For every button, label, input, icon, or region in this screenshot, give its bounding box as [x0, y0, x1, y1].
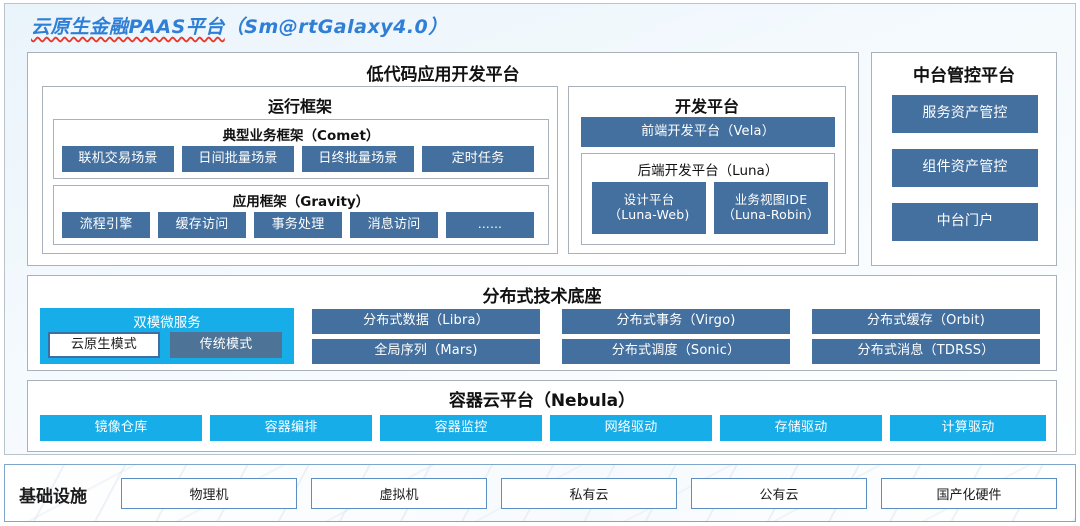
comet-item-3[interactable]: 定时任务 — [422, 146, 534, 172]
luna-robin-chip[interactable]: 业务视图IDE （Luna-Robin） — [714, 182, 828, 234]
luna-web-line1: 设计平台 — [623, 192, 675, 208]
runtime-framework-heading: 运行框架 — [267, 97, 332, 116]
infrastructure-item-3[interactable]: 公有云 — [691, 478, 867, 509]
gravity-panel: 应用框架（Gravity） 流程引擎 缓存访问 事务处理 消息访问 …… — [53, 185, 549, 245]
distbase-col0-row1[interactable]: 全局序列（Mars) — [312, 339, 540, 364]
container-item-1[interactable]: 容器编排 — [210, 415, 372, 441]
midctrl-platform-heading: 中台管控平台 — [913, 66, 1015, 86]
page-title-main: 云原生金融PAAS平台 — [31, 16, 225, 38]
luna-robin-line2: （Luna-Robin） — [722, 207, 820, 222]
infrastructure-label: 基础设施 — [19, 487, 87, 507]
midctrl-item-0[interactable]: 服务资产管控 — [892, 95, 1038, 133]
dual-mode-item-cloudnative[interactable]: 云原生模式 — [48, 332, 160, 358]
container-item-0[interactable]: 镜像仓库 — [40, 415, 202, 441]
distributed-base-heading: 分布式技术底座 — [482, 287, 602, 307]
distbase-col1-row0[interactable]: 分布式事务（Virgo) — [562, 309, 790, 334]
backend-dev-platform-panel: 后端开发平台（Luna） 设计平台 （Luna-Web) 业务视图IDE （Lu… — [581, 153, 835, 245]
backend-dev-platform-heading: 后端开发平台（Luna） — [637, 163, 779, 179]
container-item-3[interactable]: 网络驱动 — [550, 415, 712, 441]
gravity-item-4-ellipsis[interactable]: …… — [446, 212, 534, 238]
infrastructure-bar: 基础设施 物理机 虚拟机 私有云 公有云 国产化硬件 — [4, 464, 1076, 522]
gravity-item-0[interactable]: 流程引擎 — [62, 212, 150, 238]
container-cloud-heading: 容器云平台（Nebula） — [448, 391, 636, 411]
distbase-col2-row1[interactable]: 分布式消息（TDRSS） — [812, 339, 1040, 364]
gravity-item-2[interactable]: 事务处理 — [254, 212, 342, 238]
container-item-4[interactable]: 存储驱动 — [720, 415, 882, 441]
runtime-framework-panel: 运行框架 典型业务框架（Comet） 联机交易场景 日间批量场景 日终批量场景 … — [42, 86, 558, 254]
dev-platform-panel: 开发平台 前端开发平台（Vela） 后端开发平台（Luna） 设计平台 （Lun… — [568, 86, 846, 254]
infrastructure-item-4[interactable]: 国产化硬件 — [881, 478, 1057, 509]
infrastructure-item-2[interactable]: 私有云 — [501, 478, 677, 509]
luna-robin-line1: 业务视图IDE — [734, 192, 808, 208]
gravity-item-1[interactable]: 缓存访问 — [158, 212, 246, 238]
dual-mode-microservice-box: 双模微服务 云原生模式 传统模式 — [40, 308, 294, 364]
dual-mode-title: 双模微服务 — [133, 315, 201, 331]
infrastructure-item-1[interactable]: 虚拟机 — [311, 478, 487, 509]
comet-item-2[interactable]: 日终批量场景 — [302, 146, 414, 172]
luna-web-line2: （Luna-Web) — [608, 207, 690, 222]
comet-item-1[interactable]: 日间批量场景 — [182, 146, 294, 172]
comet-heading: 典型业务框架（Comet） — [222, 128, 380, 144]
gravity-item-3[interactable]: 消息访问 — [350, 212, 438, 238]
midctrl-platform-panel: 中台管控平台 服务资产管控 组件资产管控 中台门户 — [871, 52, 1057, 266]
container-item-5[interactable]: 计算驱动 — [890, 415, 1046, 441]
dual-mode-item-traditional[interactable]: 传统模式 — [170, 332, 282, 358]
frontend-dev-platform-chip[interactable]: 前端开发平台（Vela） — [581, 117, 835, 147]
page-title: 云原生金融PAAS平台（Sm@rtGalaxy4.0） — [31, 12, 448, 39]
distributed-base-panel: 分布式技术底座 双模微服务 云原生模式 传统模式 分布式数据（Libra） 全局… — [27, 275, 1057, 371]
container-cloud-panel: 容器云平台（Nebula） 镜像仓库 容器编排 容器监控 网络驱动 存储驱动 计… — [27, 380, 1057, 452]
luna-web-chip[interactable]: 设计平台 （Luna-Web) — [592, 182, 706, 234]
page-title-codename: （Sm@rtGalaxy4.0） — [224, 16, 448, 38]
distbase-col0-row0[interactable]: 分布式数据（Libra） — [312, 309, 540, 334]
gravity-heading: 应用框架（Gravity） — [232, 194, 370, 210]
lowcode-platform-panel: 低代码应用开发平台 运行框架 典型业务框架（Comet） 联机交易场景 日间批量… — [27, 52, 859, 266]
platform-card: 云原生金融PAAS平台（Sm@rtGalaxy4.0） 低代码应用开发平台 运行… — [4, 3, 1076, 455]
distbase-col1-row1[interactable]: 分布式调度（Sonic） — [562, 339, 790, 364]
midctrl-item-2[interactable]: 中台门户 — [892, 203, 1038, 241]
distbase-col2-row0[interactable]: 分布式缓存（Orbit) — [812, 309, 1040, 334]
lowcode-platform-heading: 低代码应用开发平台 — [366, 65, 520, 85]
infrastructure-item-0[interactable]: 物理机 — [121, 478, 297, 509]
dev-platform-heading: 开发平台 — [674, 97, 739, 116]
comet-panel: 典型业务框架（Comet） 联机交易场景 日间批量场景 日终批量场景 定时任务 — [53, 119, 549, 179]
midctrl-item-1[interactable]: 组件资产管控 — [892, 149, 1038, 187]
container-item-2[interactable]: 容器监控 — [380, 415, 542, 441]
comet-item-0[interactable]: 联机交易场景 — [62, 146, 174, 172]
